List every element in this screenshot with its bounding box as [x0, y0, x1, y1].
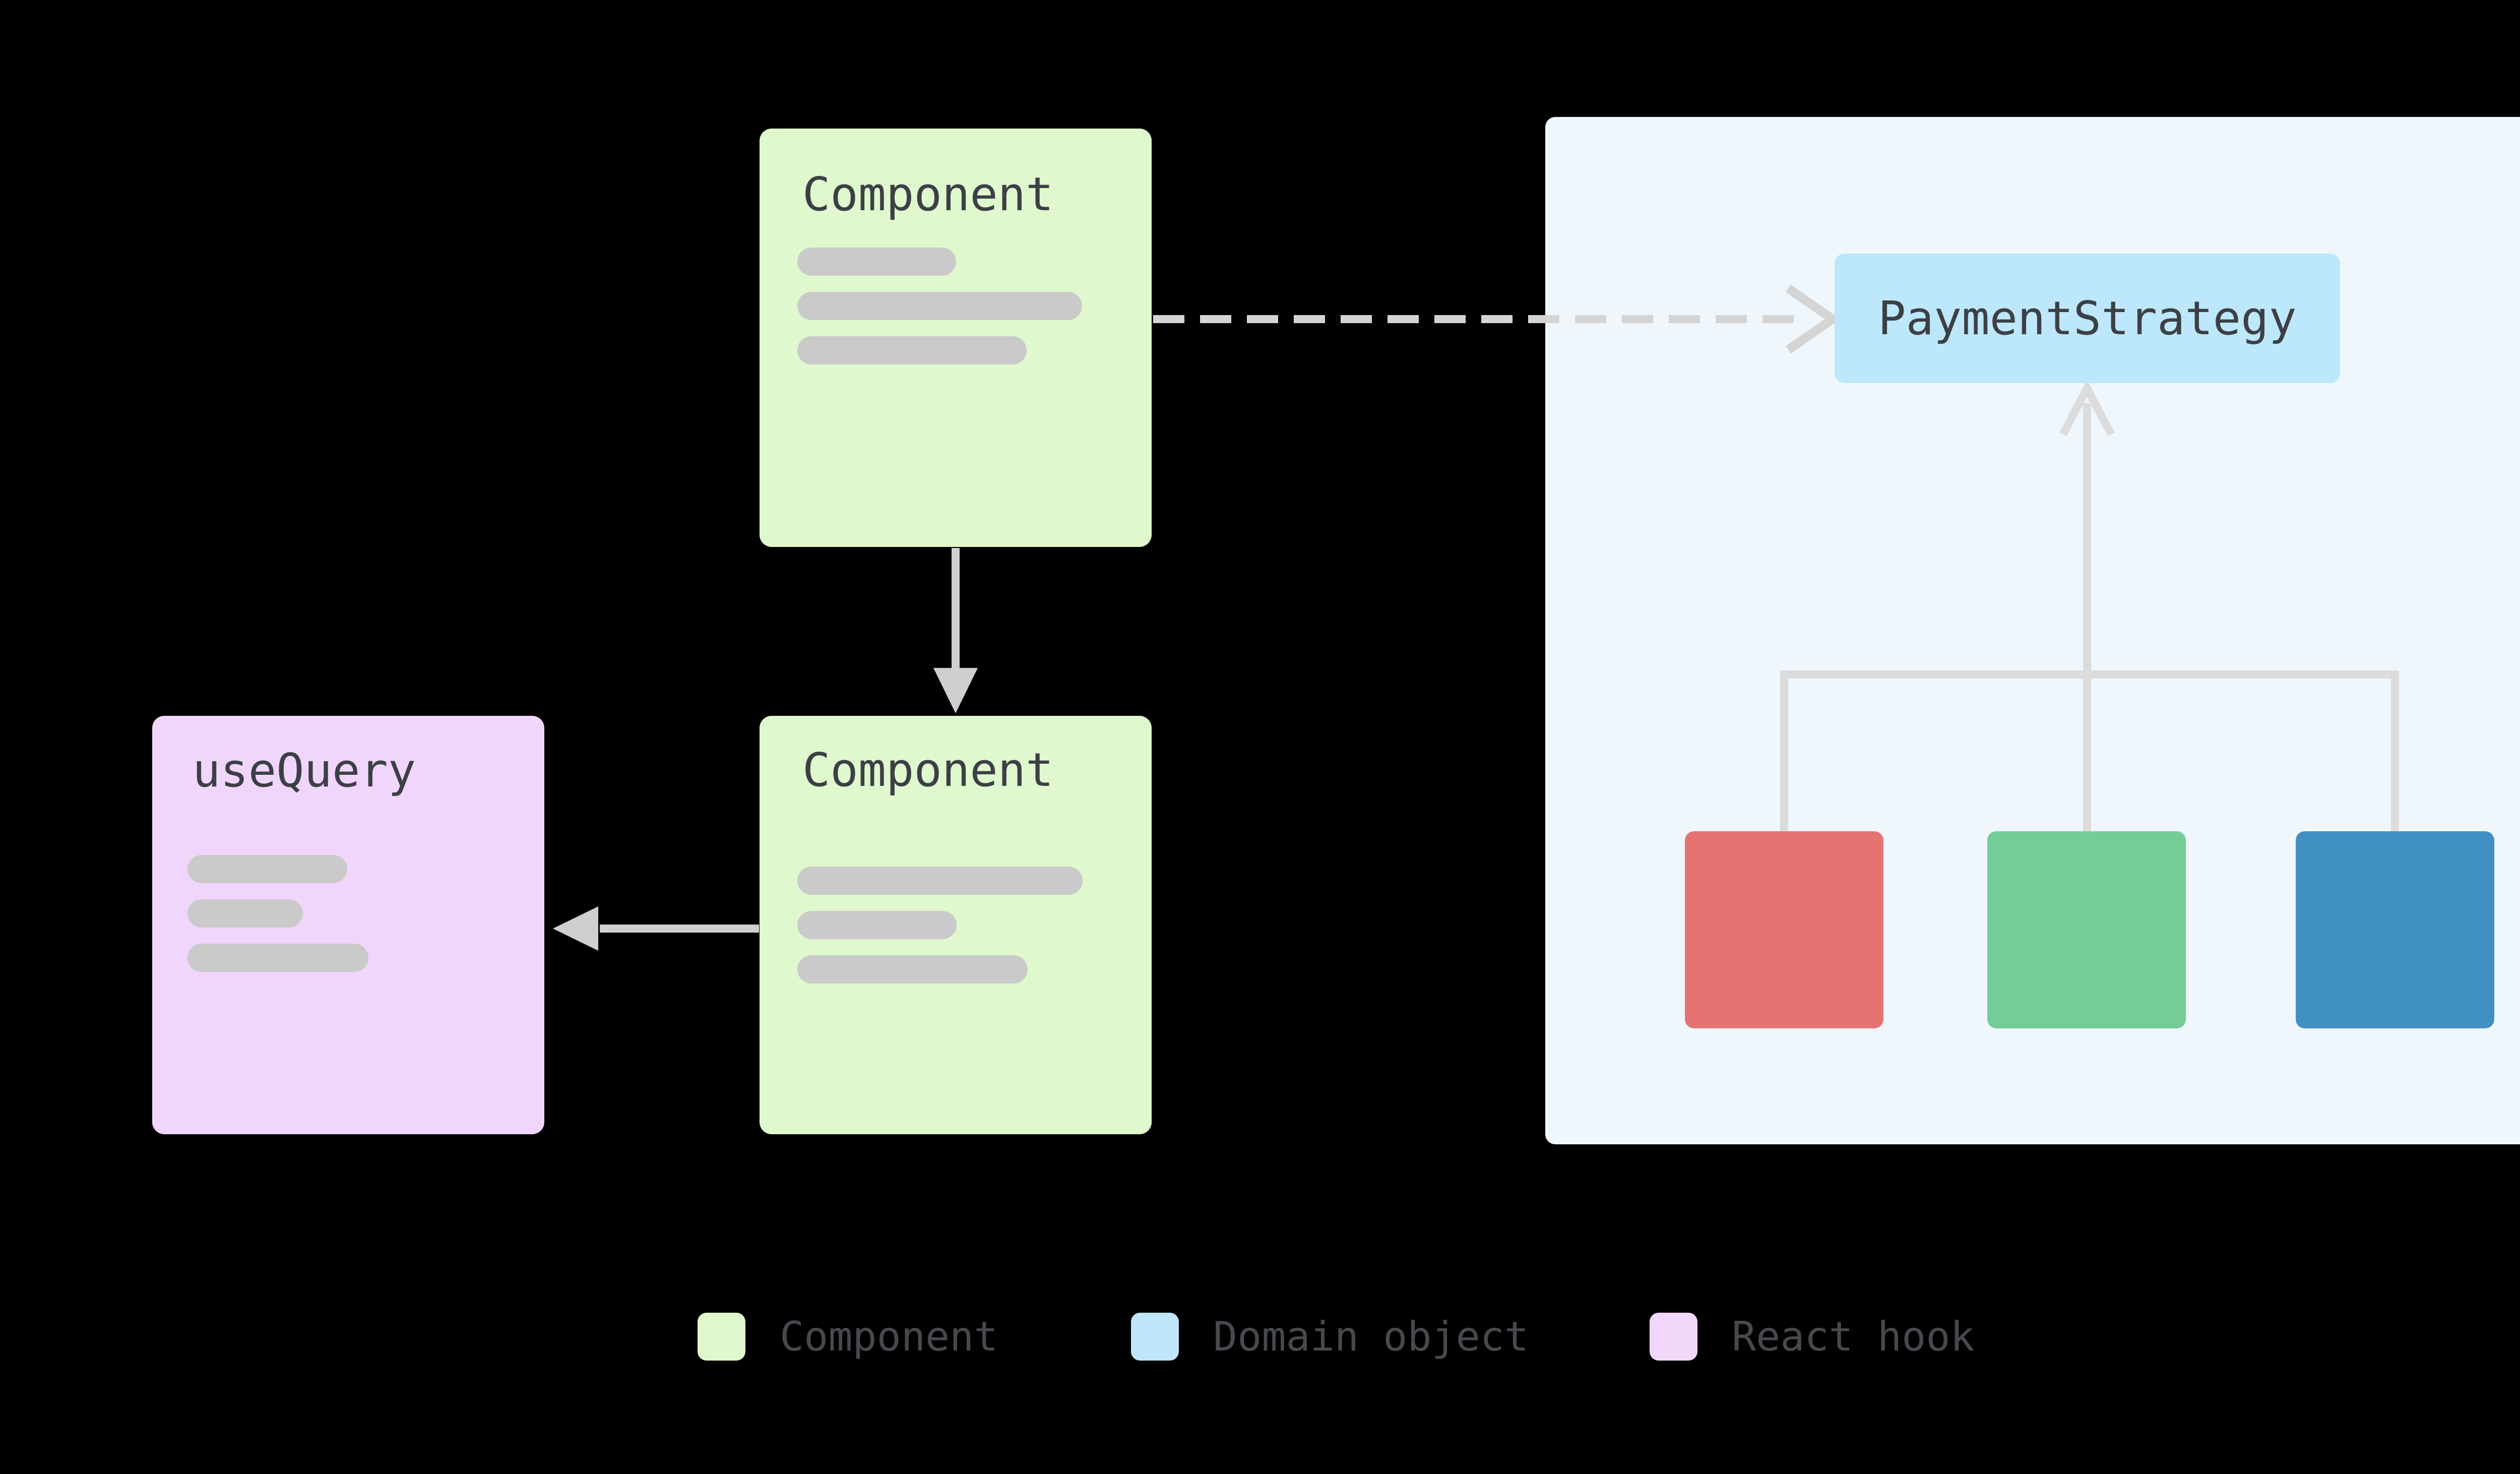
legend-swatch-react-hook — [1650, 1313, 1697, 1361]
payment-strategy-node: PaymentStrategy — [1835, 254, 2340, 383]
payment-strategy-title: PaymentStrategy — [1878, 291, 2297, 345]
placeholder-line — [187, 899, 303, 928]
legend-swatch-component — [698, 1313, 745, 1361]
legend-item-react-hook: React hook — [1650, 1313, 1975, 1361]
strategy-blue-square — [2296, 831, 2494, 1028]
component-top-node: Component — [760, 129, 1152, 547]
component-middle-node: Component — [760, 716, 1152, 1134]
placeholder-line — [797, 911, 957, 939]
strategy-green-square — [1987, 831, 2186, 1028]
legend-item-domain-object: Domain object — [1131, 1313, 1529, 1361]
legend-label-component: Component — [780, 1313, 998, 1360]
placeholder-line — [797, 336, 1027, 364]
use-query-node: useQuery — [152, 716, 544, 1134]
placeholder-line — [797, 292, 1082, 320]
legend-label-react-hook: React hook — [1732, 1313, 1975, 1360]
legend-item-component: Component — [698, 1313, 998, 1361]
component-middle-placeholder-lines — [797, 867, 1083, 984]
placeholder-line — [797, 955, 1028, 984]
uses-hook-arrowhead-icon — [553, 906, 598, 951]
legend-label-domain-object: Domain object — [1213, 1313, 1529, 1360]
placeholder-line — [187, 855, 347, 883]
component-middle-title: Component — [802, 743, 1054, 797]
render-arrowhead-icon — [933, 668, 978, 713]
legend-swatch-domain-object — [1131, 1313, 1179, 1361]
placeholder-line — [797, 867, 1083, 895]
placeholder-line — [797, 248, 956, 276]
component-top-title: Component — [802, 167, 1054, 221]
use-query-title: useQuery — [193, 744, 416, 797]
use-query-placeholder-lines — [187, 855, 368, 972]
strategy-red-square — [1685, 831, 1883, 1028]
component-top-placeholder-lines — [797, 248, 1082, 364]
placeholder-line — [187, 944, 368, 972]
